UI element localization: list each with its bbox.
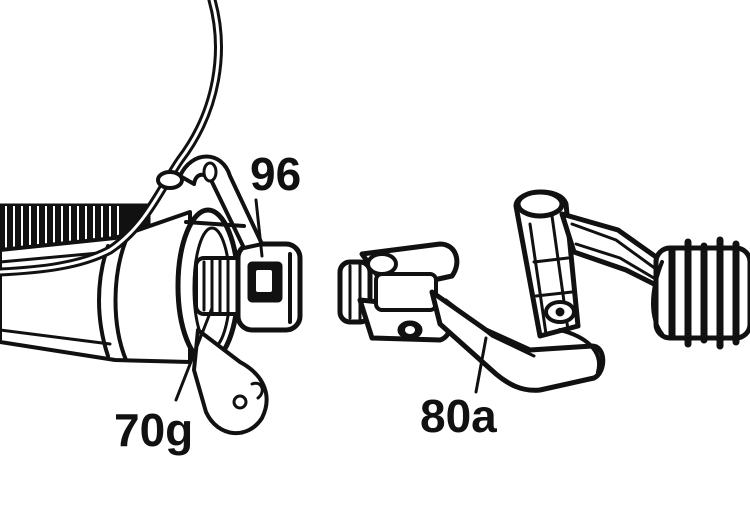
rack-housing (0, 0, 303, 435)
leader-96 (254, 198, 264, 258)
universal-joint (337, 241, 460, 343)
shaft-upright (513, 189, 602, 374)
intermediate-shaft-80a (337, 189, 750, 393)
shaft-boot (651, 236, 750, 350)
lower-bracket (192, 328, 269, 435)
label-70g: 70g (114, 404, 193, 456)
label-96: 96 (250, 148, 301, 200)
hydraulic-line (0, 0, 223, 277)
pinion-shaft-70g (194, 256, 248, 316)
spline-adapter-96 (235, 241, 303, 333)
leader-70g (174, 306, 214, 402)
leader-lines (174, 198, 488, 402)
label-80a: 80a (420, 390, 497, 442)
leader-80a (474, 336, 488, 394)
